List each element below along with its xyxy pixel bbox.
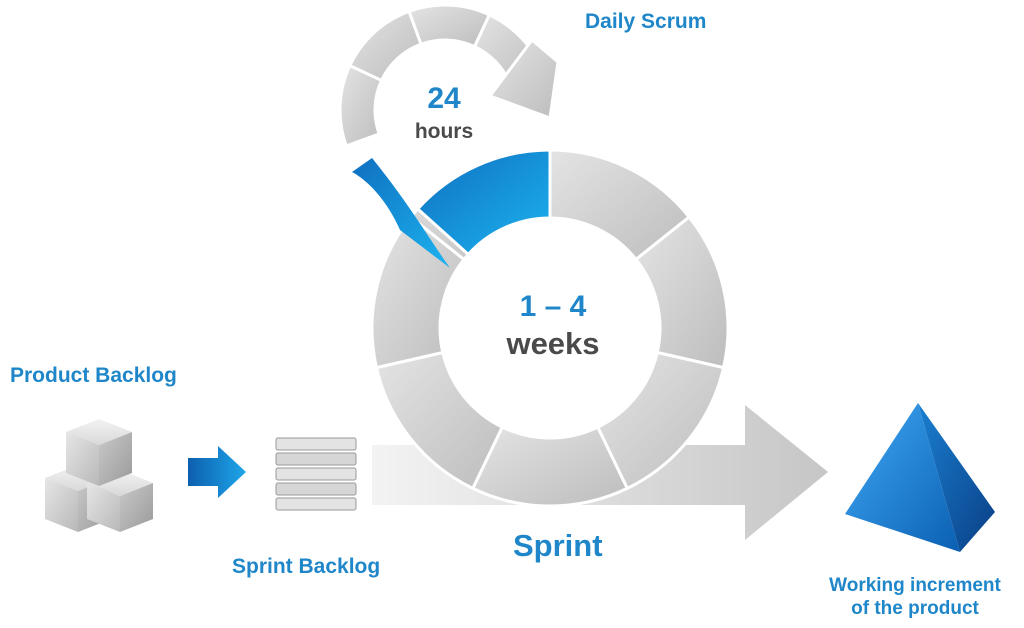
daily-ring-arrowhead [487,37,560,121]
pyramid-icon [845,403,995,552]
stacked-cubes-icon [45,419,153,532]
product-backlog-label: Product Backlog [10,364,177,387]
working-increment-label: Working increment of the product [806,574,1024,620]
plate [275,437,357,451]
daily-ring-segment [347,9,423,83]
sprint-duration-unit: weeks [506,326,600,361]
daily-duration-value: 24 [427,82,461,115]
daily-scrum-cycle [338,3,560,148]
sprint-label: Sprint [513,528,603,563]
stacked-plates-icon [275,437,357,511]
right-arrow-icon [188,446,246,498]
plate [275,467,357,481]
sprint-ring-active-segment [415,148,552,257]
daily-duration-unit: hours [414,120,474,143]
daily-to-sprint-connector [352,158,450,268]
sprint-backlog-label: Sprint Backlog [232,555,381,578]
plate [275,497,357,511]
plate [275,452,357,466]
plate [275,482,357,496]
working-increment-line-2: of the product [851,598,979,619]
working-increment-line-1: Working increment [829,575,1001,596]
sprint-cycle [352,148,730,508]
daily-scrum-label: Daily Scrum [585,10,707,33]
sprint-duration-value: 1 – 4 [519,290,587,323]
